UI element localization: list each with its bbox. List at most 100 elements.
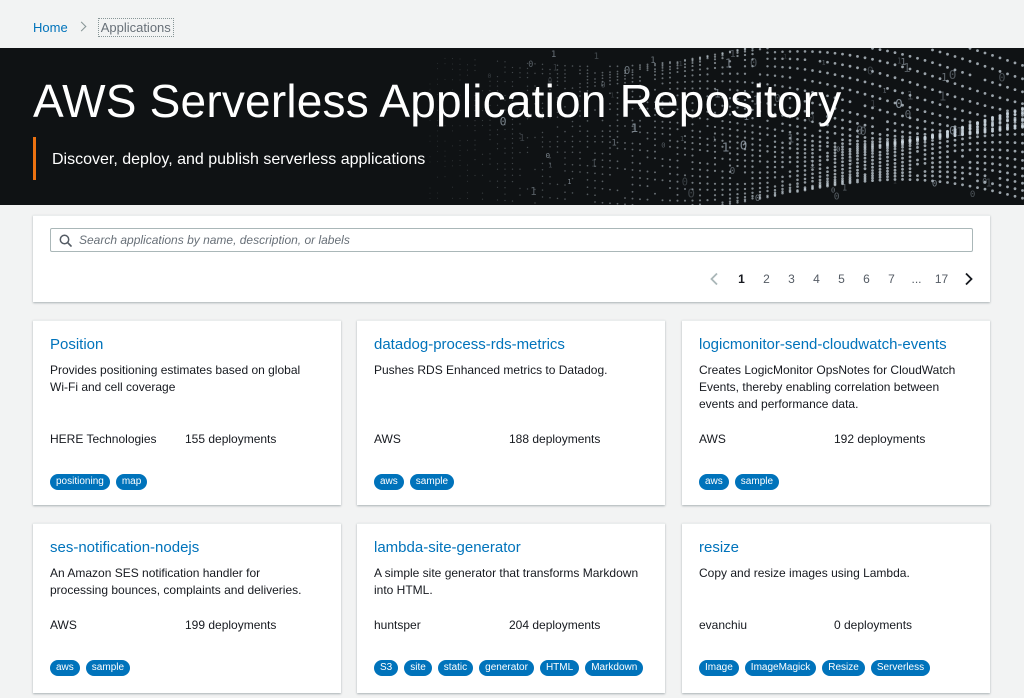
- label-tag[interactable]: site: [404, 660, 432, 676]
- label-tag[interactable]: aws: [374, 474, 404, 490]
- svg-text:1: 1: [809, 159, 815, 171]
- svg-text:0: 0: [488, 72, 492, 80]
- chevron-right-icon: [965, 272, 973, 286]
- svg-text:0: 0: [774, 93, 780, 105]
- next-page-button[interactable]: [962, 269, 976, 289]
- svg-text:1: 1: [567, 178, 571, 186]
- svg-text:0: 0: [856, 124, 863, 138]
- application-description: Provides positioning estimates based on …: [50, 363, 301, 394]
- svg-text:1: 1: [631, 121, 638, 135]
- svg-text:0: 0: [834, 192, 840, 203]
- label-tag-list: aws sample: [50, 660, 325, 676]
- application-description: An Amazon SES notification handler for p…: [50, 566, 302, 597]
- svg-text:1: 1: [743, 112, 749, 123]
- label-tag[interactable]: generator: [479, 660, 534, 676]
- svg-text:1: 1: [939, 90, 946, 104]
- label-tag[interactable]: sample: [409, 474, 455, 490]
- label-tag[interactable]: aws: [699, 474, 729, 490]
- label-tag[interactable]: S3: [374, 660, 399, 676]
- chevron-left-icon: [710, 272, 718, 286]
- search-icon: [51, 229, 79, 251]
- label-tag[interactable]: aws: [50, 660, 80, 676]
- page-button[interactable]: 4: [813, 272, 820, 286]
- svg-text:1: 1: [553, 63, 558, 73]
- svg-text:1: 1: [679, 60, 683, 68]
- svg-text:1: 1: [722, 139, 730, 154]
- svg-text:1: 1: [903, 60, 910, 75]
- pagination-ellipsis: ...: [911, 272, 922, 286]
- svg-text:1: 1: [900, 57, 906, 68]
- application-name-link[interactable]: datadog-process-rds-metrics: [374, 336, 565, 353]
- svg-text:1: 1: [594, 52, 599, 62]
- svg-text:1: 1: [714, 88, 721, 101]
- svg-text:1: 1: [883, 88, 887, 95]
- page-title: AWS Serverless Application Repository: [33, 75, 842, 127]
- svg-text:0: 0: [949, 68, 957, 83]
- application-description: Copy and resize images using Lambda.: [699, 566, 910, 580]
- svg-text:1: 1: [680, 135, 684, 143]
- svg-text:0: 0: [687, 185, 695, 200]
- application-description: Pushes RDS Enhanced metrics to Datadog.: [374, 363, 608, 377]
- application-name-link[interactable]: logicmonitor-send-cloudwatch-events: [699, 336, 947, 353]
- label-tag[interactable]: sample: [85, 660, 131, 676]
- label-tag[interactable]: HTML: [539, 660, 580, 676]
- deployment-count: 199 deployments: [185, 618, 277, 632]
- page-button[interactable]: 6: [863, 272, 870, 286]
- svg-text:1: 1: [986, 177, 992, 189]
- label-tag-list: positioning map: [50, 474, 325, 490]
- page-subtitle: Discover, deploy, and publish serverless…: [52, 151, 426, 168]
- chevron-right-icon: [77, 16, 89, 38]
- svg-text:1: 1: [612, 139, 617, 149]
- page-button[interactable]: 1: [738, 272, 745, 286]
- svg-text:0: 0: [932, 179, 937, 189]
- label-tag[interactable]: map: [115, 474, 148, 490]
- label-tag[interactable]: Image: [699, 660, 739, 676]
- svg-text:1: 1: [591, 159, 597, 170]
- search-input[interactable]: [79, 233, 959, 247]
- svg-text:0: 0: [601, 80, 606, 89]
- application-name-link[interactable]: resize: [699, 539, 740, 556]
- label-tag[interactable]: Serverless: [870, 660, 931, 676]
- page-button[interactable]: 2: [763, 272, 770, 286]
- label-tag[interactable]: static: [437, 660, 474, 676]
- previous-page-button[interactable]: [707, 269, 721, 289]
- svg-text:1: 1: [650, 56, 655, 66]
- svg-text:0: 0: [860, 124, 867, 138]
- svg-text:0: 0: [624, 64, 630, 77]
- svg-text:0: 0: [546, 151, 550, 160]
- svg-text:1: 1: [822, 60, 826, 67]
- svg-text:1: 1: [631, 122, 636, 132]
- label-tag[interactable]: Resize: [822, 660, 865, 676]
- svg-text:1: 1: [787, 131, 794, 145]
- svg-text:0: 0: [750, 55, 758, 70]
- svg-text:0: 0: [730, 166, 736, 177]
- application-name-link[interactable]: lambda-site-generator: [374, 539, 521, 556]
- svg-text:1: 1: [519, 133, 525, 144]
- svg-text:0: 0: [998, 71, 1005, 85]
- svg-text:1: 1: [907, 90, 914, 103]
- svg-text:1: 1: [548, 161, 552, 170]
- search-box[interactable]: [50, 228, 973, 252]
- svg-text:1: 1: [870, 99, 876, 110]
- breadcrumb-home-link[interactable]: Home: [33, 19, 68, 35]
- application-publisher: AWS: [699, 432, 726, 446]
- page-button-last[interactable]: 17: [934, 272, 949, 286]
- application-name-link[interactable]: Position: [50, 336, 104, 353]
- application-publisher: huntsper: [374, 618, 421, 632]
- label-tag[interactable]: positioning: [50, 474, 110, 490]
- hero-accent-bar: [33, 137, 36, 180]
- svg-text:1: 1: [849, 156, 854, 165]
- label-tag[interactable]: ImageMagick: [744, 660, 817, 676]
- label-tag[interactable]: Markdown: [585, 660, 644, 676]
- application-name-link[interactable]: ses-notification-nodejs: [50, 539, 200, 556]
- label-tag[interactable]: sample: [734, 474, 780, 490]
- page-button[interactable]: 5: [838, 272, 845, 286]
- page-button[interactable]: 7: [888, 272, 895, 286]
- page-button[interactable]: 3: [788, 272, 795, 286]
- svg-text:0: 0: [661, 142, 665, 150]
- svg-text:0: 0: [528, 59, 533, 69]
